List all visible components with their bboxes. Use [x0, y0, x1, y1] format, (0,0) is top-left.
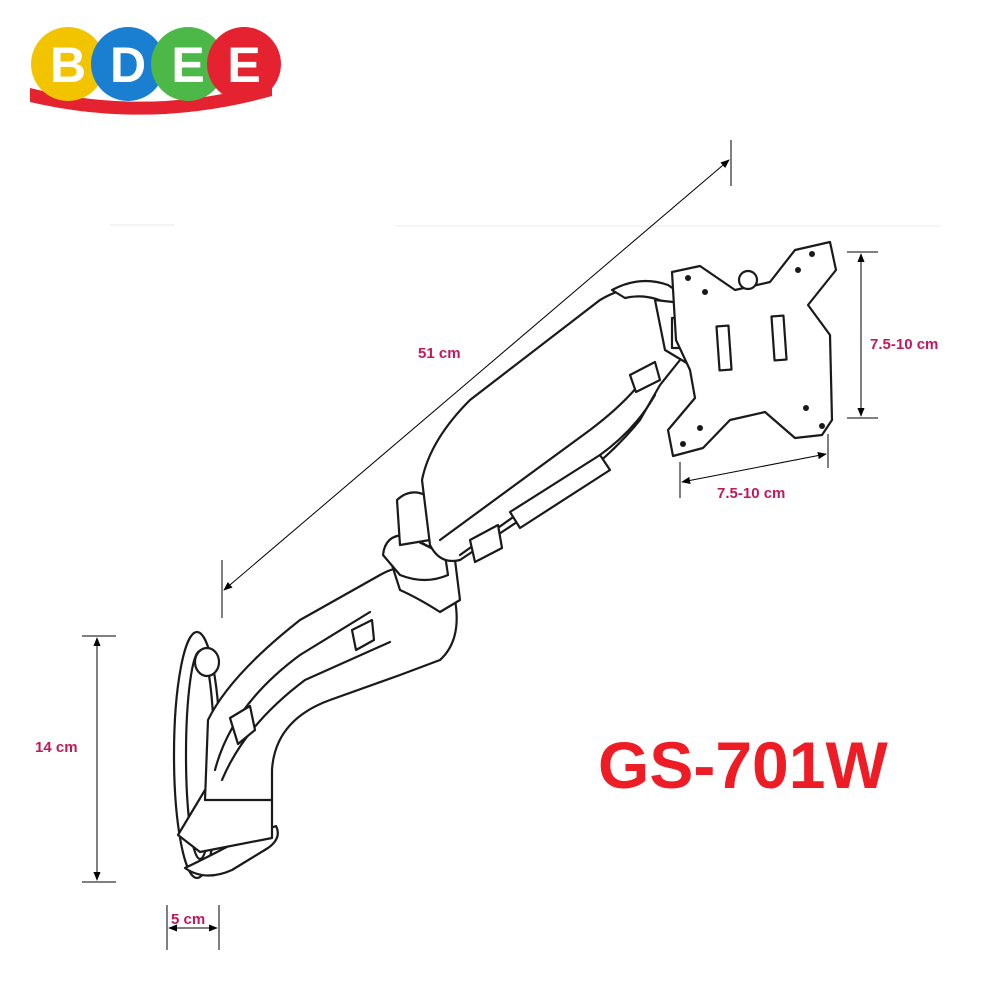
wall-plate-depth-label: 5 cm [171, 911, 205, 928]
dimension-labels: 51 cm 7.5-10 cm 7.5-10 cm 14 cm 5 cm [35, 336, 938, 928]
guide-lines [110, 224, 940, 227]
arm-length-label: 51 cm [418, 345, 461, 362]
wall-plate-height-label: 14 cm [35, 739, 78, 756]
vesa-width-dimension [681, 452, 827, 484]
logo-letter-2: D [110, 37, 146, 93]
vesa-plate-icon [666, 240, 838, 458]
vesa-height-label: 7.5-10 cm [870, 336, 938, 353]
logo-circle-2 [91, 27, 165, 101]
logo-letter-3: E [171, 37, 204, 93]
vesa-width-label: 7.5-10 cm [717, 485, 785, 502]
logo-letter-4: E [227, 37, 260, 93]
model-name: GS-701W [598, 728, 888, 802]
wall-plate [172, 630, 279, 880]
logo-circle-3 [151, 27, 225, 101]
arm-length-dimension [223, 159, 730, 591]
logo-letter-1: B [50, 37, 86, 93]
logo-circle-4 [207, 27, 281, 101]
logo-ribbon [30, 82, 272, 115]
logo-circle-1 [31, 27, 105, 101]
upper-arm [420, 279, 692, 564]
dimension-lines [82, 140, 878, 950]
